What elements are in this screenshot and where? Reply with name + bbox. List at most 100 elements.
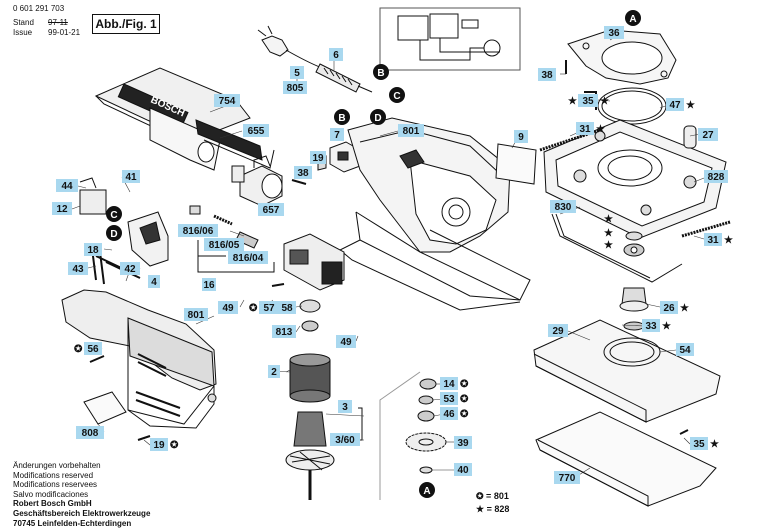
legend-ring: ✪ = 801	[476, 491, 509, 501]
marker-letter: A	[629, 14, 636, 25]
callout-31: 31 ★	[704, 233, 733, 246]
legend-value: 828	[494, 504, 510, 514]
callout-6: 6	[329, 48, 343, 61]
marker-disc	[389, 87, 405, 103]
callout-box	[122, 170, 140, 183]
star-icon: ★	[686, 100, 695, 111]
power-cord	[257, 25, 373, 93]
connector-marker-b: B	[334, 109, 350, 125]
callout-box	[690, 437, 708, 450]
callout-26: 26★	[660, 301, 689, 314]
callout-657: 657	[258, 203, 284, 216]
connector-marker-a: A	[625, 10, 641, 26]
callout-number: 7	[334, 130, 340, 141]
callout-number: 46	[443, 409, 455, 420]
callout-box	[538, 68, 556, 81]
callout-box	[330, 128, 344, 141]
dust-bag	[94, 67, 275, 171]
callout-box	[178, 224, 218, 237]
callout-number: 40	[457, 465, 469, 476]
connector-marker-c: C	[389, 87, 405, 103]
callout-box	[642, 319, 660, 332]
callout-number: 12	[56, 204, 68, 215]
callout-number: 19	[312, 153, 324, 164]
ring-icon: ✪	[73, 343, 83, 355]
callout-44: 44	[56, 179, 78, 192]
callout-number: 816/04	[233, 253, 264, 264]
brush-holder	[283, 233, 345, 291]
callout-number: 816/05	[209, 240, 240, 251]
callout-box	[290, 66, 304, 79]
issue-date: 99-01-21	[48, 28, 81, 37]
callout-box	[76, 426, 104, 439]
callout-7: 7	[330, 128, 344, 141]
part-number: 0 601 291 703	[13, 4, 65, 13]
callout-box	[660, 301, 678, 314]
callout-number: 47	[669, 100, 681, 111]
callout-19: 19✪	[150, 438, 179, 451]
callout-layer: 65805754655657719801389363835★★47★31★278…	[52, 26, 733, 484]
callout-35: 35★★	[568, 94, 609, 107]
marker-disc	[106, 225, 122, 241]
callout-box	[68, 262, 88, 275]
callout-58: 58	[278, 301, 296, 314]
connector-marker-a: A	[419, 482, 435, 498]
callout-box	[310, 151, 326, 164]
callout-40: 40	[454, 463, 472, 476]
callout-number: 57	[263, 303, 275, 314]
callout-number: 58	[281, 303, 293, 314]
figure-title: Abb./Fig. 1	[92, 14, 160, 34]
callout-number: 816/06	[183, 226, 214, 237]
callout-number: 54	[679, 345, 691, 356]
star-icon: ★	[600, 96, 609, 107]
marker-disc	[419, 482, 435, 498]
callout-number: 828	[708, 172, 725, 183]
callout-box	[120, 262, 140, 275]
callout-801: 801	[398, 124, 424, 137]
callout-number: 19	[153, 440, 165, 451]
marker-letter: A	[423, 486, 430, 497]
callout-box	[554, 471, 580, 484]
callout-828: 828	[704, 170, 728, 183]
callout-number: 31	[707, 235, 719, 246]
callout-number: 31	[579, 124, 591, 135]
callout-box	[52, 202, 72, 215]
callout-box	[604, 26, 624, 39]
star-symbol: ★	[476, 504, 485, 514]
callout-number: 801	[188, 310, 205, 321]
callout-box	[666, 98, 684, 111]
callout-box	[228, 251, 268, 264]
callout-number: 4	[151, 277, 157, 288]
callout-36: 36	[604, 26, 624, 39]
callout-number: 35	[693, 439, 705, 450]
star-icon: ★	[724, 235, 733, 246]
company-division: Geschäftsbereich Elektrowerkzeuge	[13, 508, 151, 518]
side-panel	[83, 391, 127, 425]
callout-number: 44	[61, 181, 73, 192]
callout-46: 46✪	[440, 407, 469, 420]
ring-symbol: ✪	[476, 491, 484, 501]
callout-number: 36	[608, 28, 620, 39]
callout-number: 5	[294, 68, 300, 79]
callout-31: 31 ★	[576, 122, 605, 135]
callout-number: 56	[87, 344, 99, 355]
callout-box	[336, 335, 356, 348]
ring-icon: ✪	[459, 378, 469, 390]
star-icon: ★	[596, 124, 605, 135]
callout-number: 3	[342, 402, 348, 413]
callout-4: 4	[148, 275, 160, 288]
callout-box	[454, 463, 472, 476]
callout-box	[148, 275, 160, 288]
callout-number: 39	[457, 438, 469, 449]
callout-number: 41	[125, 172, 137, 183]
callout-box	[330, 433, 360, 446]
callout-box	[676, 343, 694, 356]
callout-number: 655	[248, 126, 265, 137]
footer-line: Modifications reserved	[13, 470, 94, 480]
callout-box	[550, 200, 576, 213]
callout-38: 38	[538, 68, 556, 81]
marker-letter: B	[338, 113, 345, 124]
callout-box	[704, 233, 722, 246]
callout-number: 49	[222, 303, 234, 314]
